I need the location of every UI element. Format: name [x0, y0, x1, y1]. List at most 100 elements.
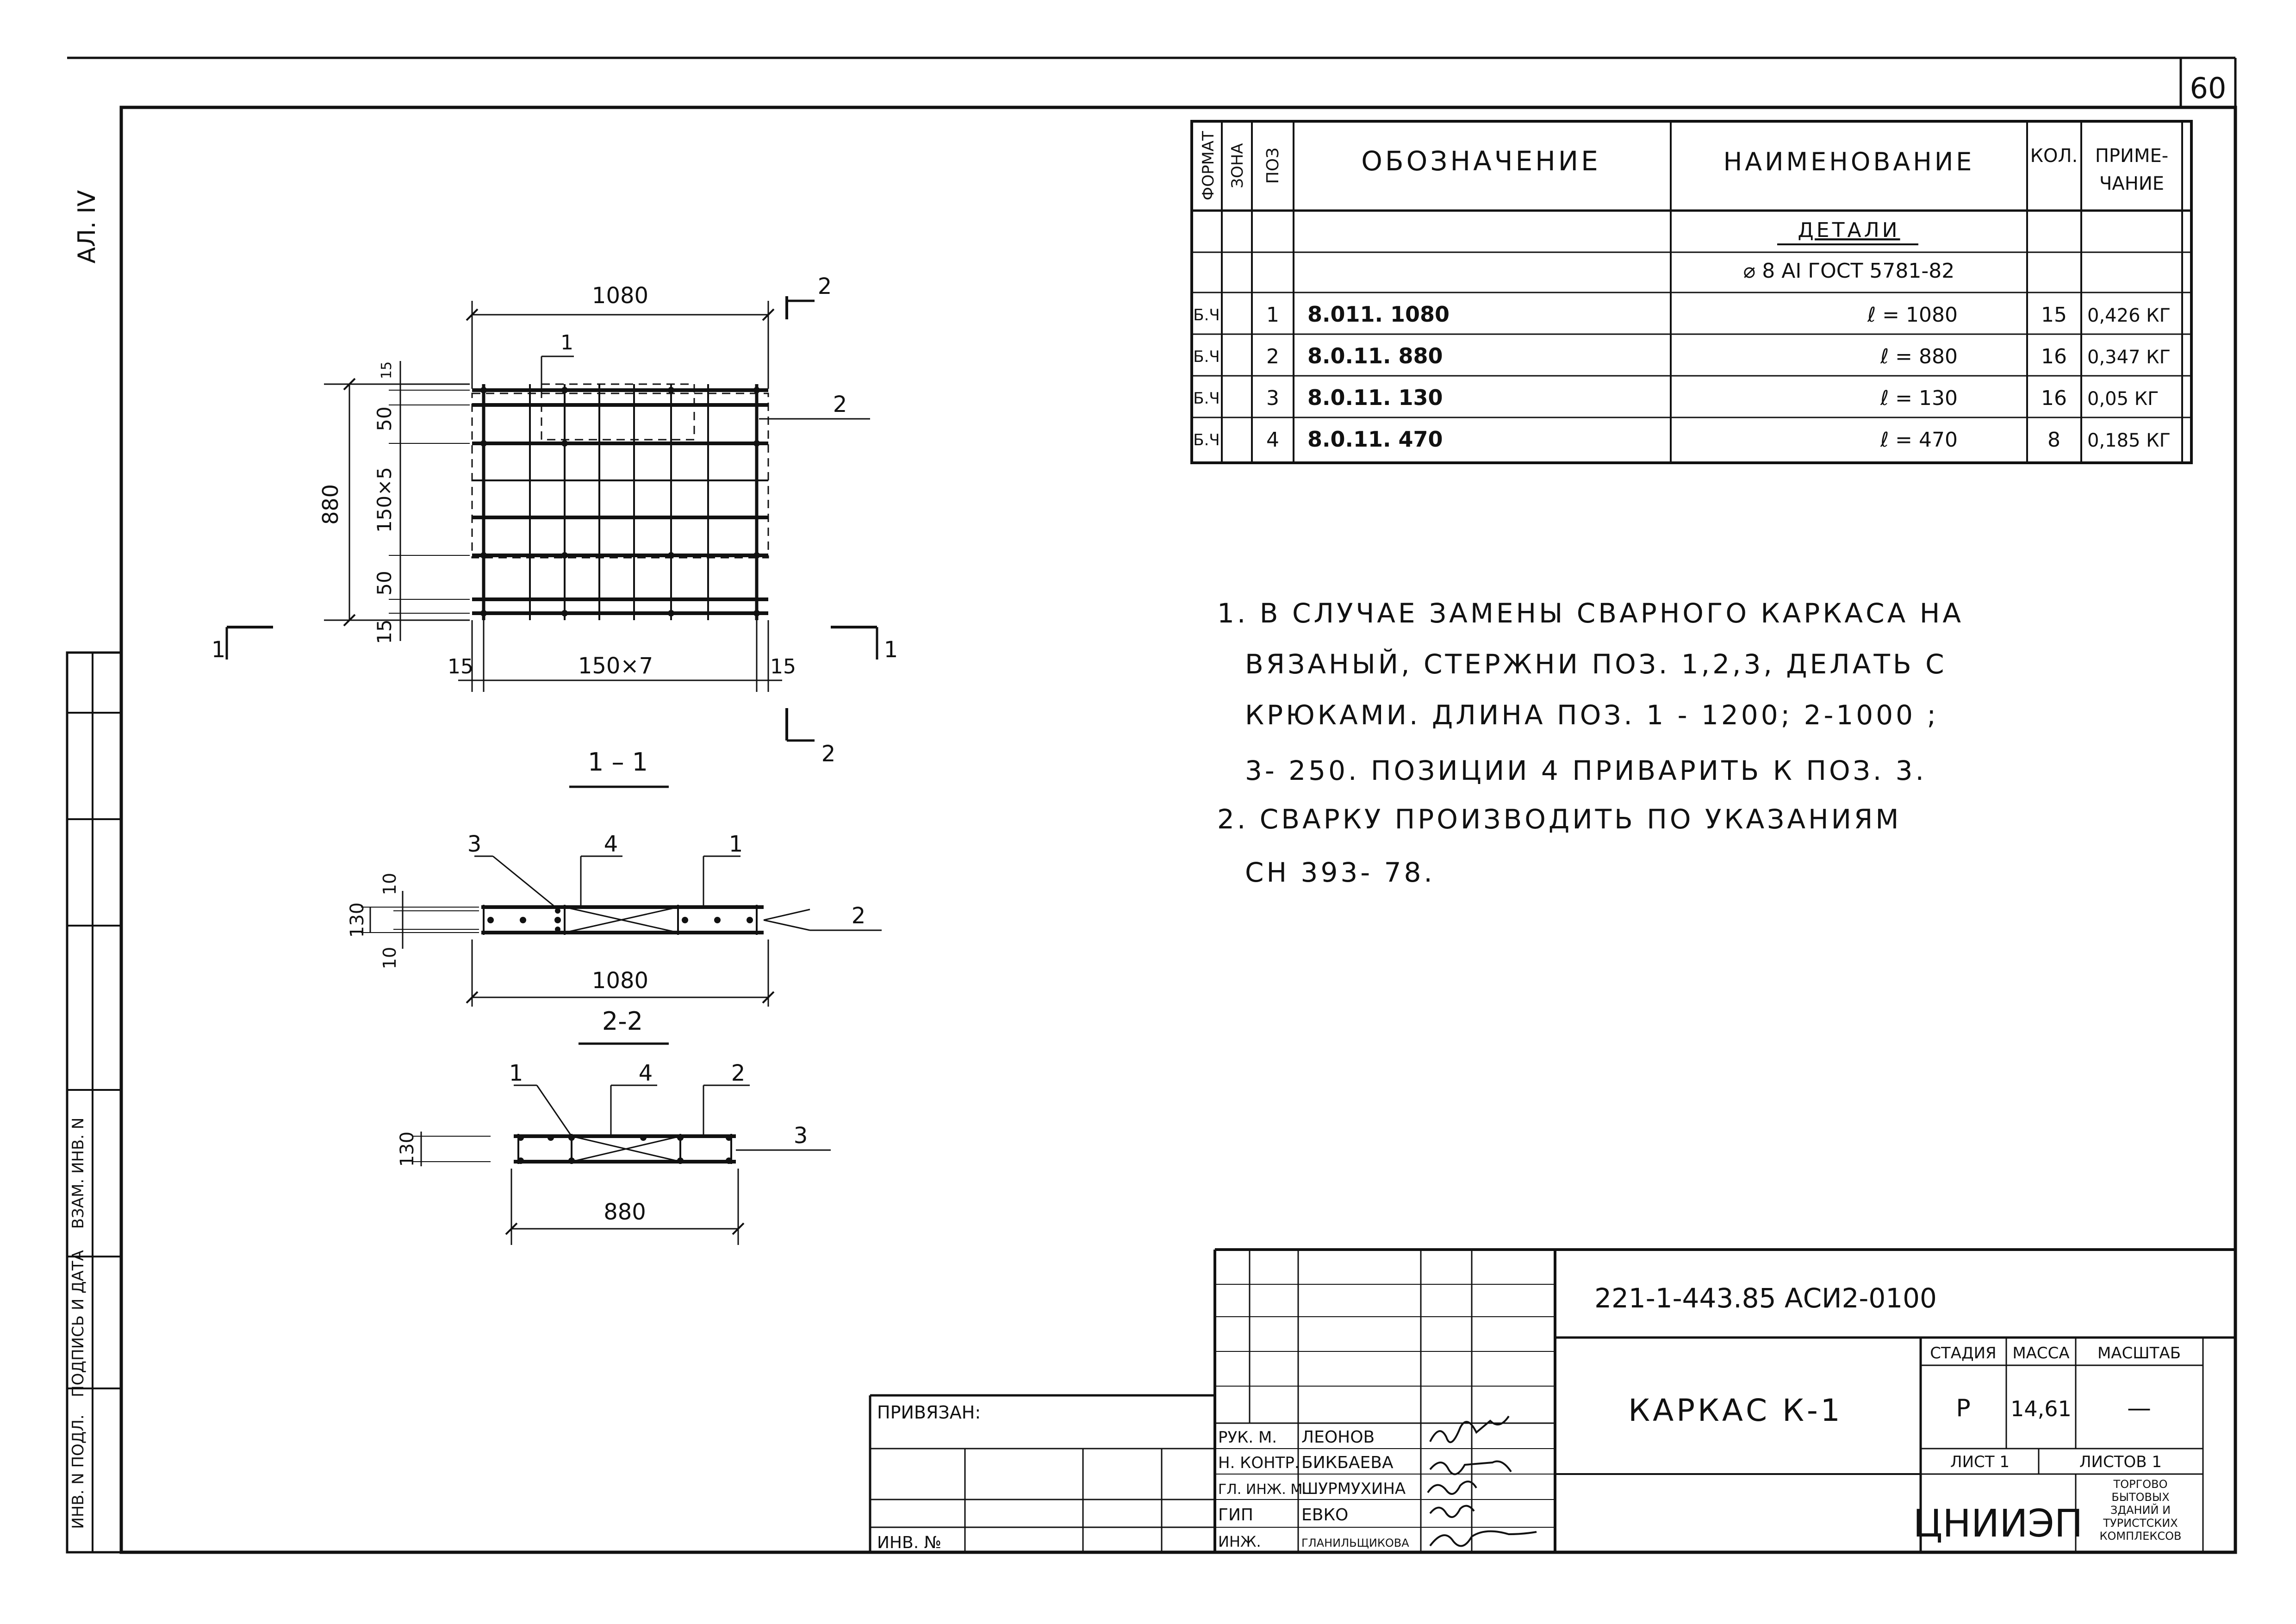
svg-text:8.0.11. 470: 8.0.11. 470 — [1307, 427, 1443, 452]
org-desc-line: ТУРИСТСКИХ — [2103, 1517, 2178, 1530]
svg-text:0,347 КГ: 0,347 КГ — [2087, 347, 2171, 368]
role-name: ШУРМУХИНА — [1301, 1480, 1406, 1498]
svg-text:ℓ = 1080: ℓ = 1080 — [1867, 303, 1958, 327]
svg-text:ℓ = 880: ℓ = 880 — [1880, 345, 1958, 368]
svg-text:15: 15 — [2041, 303, 2067, 327]
plan-dim-height: 880 — [318, 484, 343, 525]
section-title-details: ДЕТАЛИ — [1798, 218, 1900, 242]
svg-text:Б.Ч: Б.Ч — [1193, 348, 1220, 366]
plan-dim-spacing: 150×7 — [578, 653, 653, 679]
svg-text:0,05 КГ: 0,05 КГ — [2087, 388, 2159, 410]
signatures — [1427, 1415, 1537, 1547]
note-line: КРЮКАМИ. ДЛИНА ПОЗ. 1 - 1200; 2-1000 ; — [1245, 699, 1939, 731]
section-2-drawing — [412, 1084, 831, 1245]
svg-text:Б.Ч: Б.Ч — [1193, 306, 1220, 324]
svg-text:16: 16 — [2041, 345, 2067, 368]
section-1-drawing — [361, 855, 882, 1007]
section-2-leader-4: 4 — [639, 1060, 653, 1086]
svg-text:8.0.11. 880: 8.0.11. 880 — [1307, 343, 1443, 368]
plan-dim-bottom-step: 15 — [373, 619, 396, 644]
svg-text:ℓ = 470: ℓ = 470 — [1880, 428, 1958, 452]
svg-text:Б.Ч: Б.Ч — [1193, 431, 1220, 449]
plan-dim-left-end: 15 — [448, 655, 473, 678]
plan-dim-mid: 150×5 — [373, 467, 396, 533]
plan-dim-bottom: 50 — [373, 571, 396, 595]
stage-value: Р — [1956, 1394, 1970, 1422]
note-line: ВЯЗАНЫЙ, СТЕРЖНИ ПОЗ. 1,2,3, ДЕЛАТЬ С — [1245, 648, 1947, 680]
cut-2-bottom: 2 — [821, 741, 836, 767]
role-label: ИНЖ. — [1218, 1533, 1261, 1550]
role-name: БИКБАЕВА — [1301, 1453, 1394, 1472]
hdr-designation: ОБОЗНАЧЕНИЕ — [1361, 145, 1601, 177]
scale-header: МАСШТАБ — [2097, 1344, 2181, 1363]
scale-value: — — [2127, 1394, 2151, 1422]
org-desc-line: КОМПЛЕКСОВ — [2099, 1530, 2181, 1543]
org-name: ЦНИИЭП — [1913, 1502, 2083, 1546]
drawing-title: КАРКАС К-1 — [1628, 1393, 1843, 1428]
section-1-leader-2: 2 — [852, 903, 866, 929]
svg-text:Б.Ч: Б.Ч — [1193, 389, 1220, 408]
note-line: 1. В СЛУЧАЕ ЗАМЕНЫ СВАРНОГО КАРКАСА НА — [1217, 597, 1964, 629]
section-1-dim-top: 10 — [380, 873, 400, 895]
note-line: 2. СВАРКУ ПРОИЗВОДИТЬ ПО УКАЗАНИЯМ — [1217, 803, 1901, 835]
svg-text:1: 1 — [1266, 303, 1279, 327]
org-desc-line: ЗДАНИЙ И — [2110, 1503, 2171, 1517]
role-name: ГЛАНИЛЬЩИКОВА — [1301, 1537, 1409, 1549]
cut-1-left: 1 — [212, 637, 226, 663]
svg-text:ℓ = 130: ℓ = 130 — [1880, 386, 1958, 410]
plan-dim-right-end: 15 — [770, 655, 796, 678]
stamp-vzam-inv: ВЗАМ. ИНВ. N — [69, 1118, 87, 1229]
doc-code: 221-1-443.85 АСИ2-0100 — [1594, 1282, 1937, 1314]
material-spec: ⌀ 8 AI ГОСТ 5781-82 — [1743, 259, 1954, 283]
section-1-title: 1 – 1 — [588, 747, 648, 777]
hdr-pos: ПОЗ — [1263, 148, 1282, 184]
left-stamp — [66, 651, 123, 1554]
section-1-leader-1: 1 — [729, 831, 743, 857]
hdr-name: НАИМЕНОВАНИЕ — [1724, 147, 1975, 176]
table-row: Б.Ч 3 8.0.11. 130 ℓ = 130 16 0,05 КГ — [1193, 385, 2159, 410]
plan-view — [225, 296, 878, 742]
note-line: СН 393- 78. — [1245, 857, 1435, 888]
title-block — [869, 1248, 2235, 1552]
stamp-inv-podl: ИНВ. N ПОДЛ. — [69, 1414, 87, 1529]
sheets-label: ЛИСТОВ 1 — [2079, 1453, 2162, 1471]
tied-label: ПРИВЯЗАН: — [877, 1402, 981, 1423]
section-1-dim-bottom: 10 — [380, 947, 400, 969]
plan-dim-top: 50 — [373, 406, 396, 431]
svg-text:8.0.11. 130: 8.0.11. 130 — [1307, 385, 1443, 410]
role-name: ЕВКО — [1301, 1506, 1348, 1524]
hdr-format: ФОРМАТ — [1199, 131, 1218, 200]
section-2-dim-height: 130 — [397, 1132, 418, 1167]
section-2-title: 2-2 — [602, 1007, 643, 1036]
hdr-note-2: ЧАНИЕ — [2099, 173, 2164, 194]
inv-label: ИНВ. № — [877, 1533, 941, 1552]
mass-header: МАССА — [2012, 1344, 2069, 1363]
spec-table — [1190, 120, 2193, 464]
section-2-dim-length: 880 — [604, 1199, 646, 1225]
section-2-leader-3: 3 — [794, 1123, 808, 1149]
sheet-number: 60 — [2190, 71, 2227, 105]
table-row: Б.Ч 2 8.0.11. 880 ℓ = 880 16 0,347 КГ — [1193, 343, 2171, 368]
mass-value: 14,61 — [2010, 1396, 2072, 1421]
role-label: Н. КОНТР. — [1218, 1454, 1300, 1472]
plan-leader-2: 2 — [833, 392, 847, 417]
role-name: ЛЕОНОВ — [1301, 1428, 1375, 1447]
notes: 1. В СЛУЧАЕ ЗАМЕНЫ СВАРНОГО КАРКАСА НА В… — [1217, 597, 1964, 888]
hdr-qty: КОЛ. — [2030, 145, 2078, 167]
cut-1-right: 1 — [884, 637, 898, 663]
stage-header: СТАДИЯ — [1930, 1344, 1996, 1363]
svg-text:16: 16 — [2041, 386, 2067, 410]
plan-dim-width: 1080 — [592, 283, 648, 309]
cut-2-top: 2 — [818, 274, 832, 299]
svg-text:4: 4 — [1266, 428, 1279, 452]
svg-text:0,426 КГ: 0,426 КГ — [2087, 305, 2171, 326]
section-1-leader-4: 4 — [604, 831, 618, 857]
plan-leader-1: 1 — [560, 331, 573, 355]
hdr-note-1: ПРИМЕ- — [2095, 145, 2168, 167]
role-label: ГЛ. ИНЖ. М. — [1218, 1481, 1307, 1498]
svg-text:2: 2 — [1266, 345, 1279, 368]
svg-text:8.011. 1080: 8.011. 1080 — [1307, 302, 1450, 327]
section-1-dim-height: 130 — [347, 902, 368, 938]
role-label: РУК. М. — [1218, 1428, 1277, 1447]
